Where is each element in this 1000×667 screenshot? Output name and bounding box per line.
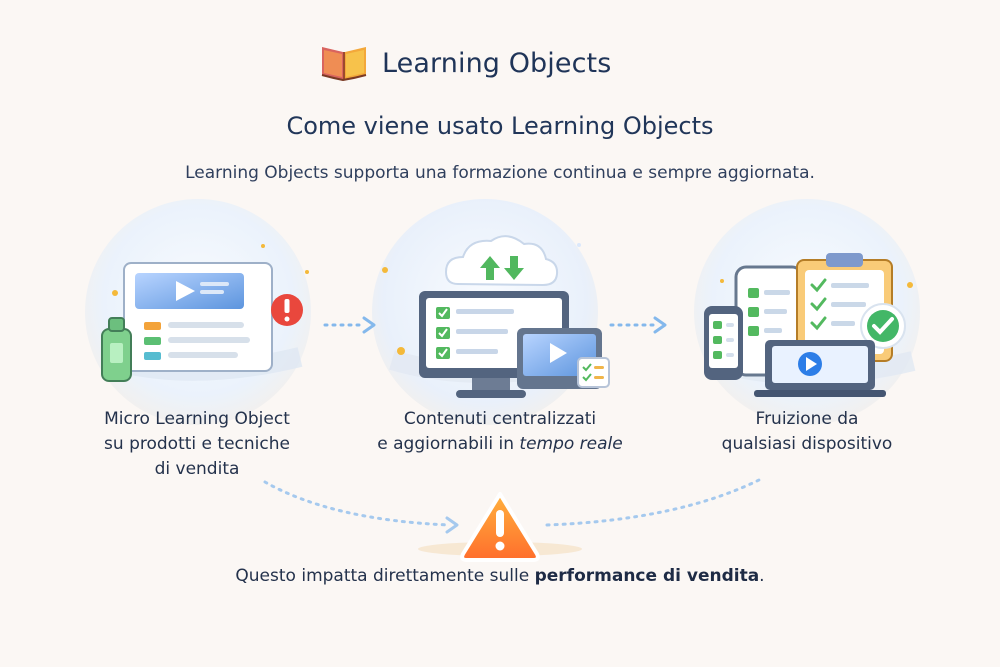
step-3-label-line-2: qualsiasi dispositivo: [721, 434, 893, 454]
impact-statement: Questo impatta direttamente sulle perfor…: [0, 566, 1000, 586]
step-1-label-line-1: Micro Learning Object: [104, 409, 290, 429]
step-1-label: Micro Learning Object su prodotti e tecn…: [72, 407, 322, 482]
brand-name: Learning Objects: [382, 47, 612, 79]
impact-connectors: [263, 476, 765, 534]
step-2-label-line-2: e aggiornabili in tempo reale: [355, 432, 645, 457]
open-book-icon: [321, 47, 367, 82]
arrow-step-2-to-3: [609, 316, 667, 334]
video-document-icon: [101, 244, 309, 382]
brand-logo: Learning Objects: [318, 38, 658, 88]
step-1-label-line-2: su prodotti e tecniche: [104, 434, 290, 454]
multi-device-checklist-icon: [704, 253, 913, 397]
page-subtitle: Learning Objects supporta una formazione…: [185, 163, 815, 183]
step-3-label: Fruizione da qualsiasi dispositivo: [690, 407, 924, 457]
page-title: Come viene usato Learning Objects: [286, 112, 714, 140]
step-2-label-line-2-prefix: e aggiornabili in: [377, 434, 520, 454]
step-2-label-line-2-emphasis: tempo reale: [519, 434, 623, 454]
step-2-label-line-1: Contenuti centralizzati: [403, 409, 597, 429]
impact-statement-suffix: .: [759, 566, 765, 586]
arrow-step-1-to-2: [323, 316, 376, 334]
impact-statement-prefix: Questo impatta direttamente sulle: [235, 566, 535, 586]
step-3-label-line-1: Fruizione da: [755, 409, 859, 429]
step-1-label-line-3: di vendita: [154, 459, 240, 479]
step-2-label: Contenuti centralizzati e aggiornabili i…: [355, 407, 645, 457]
cloud-sync-monitor-icon: [382, 235, 610, 398]
warning-triangle-icon: [418, 492, 582, 562]
impact-statement-emphasis: performance di vendita: [534, 566, 760, 586]
